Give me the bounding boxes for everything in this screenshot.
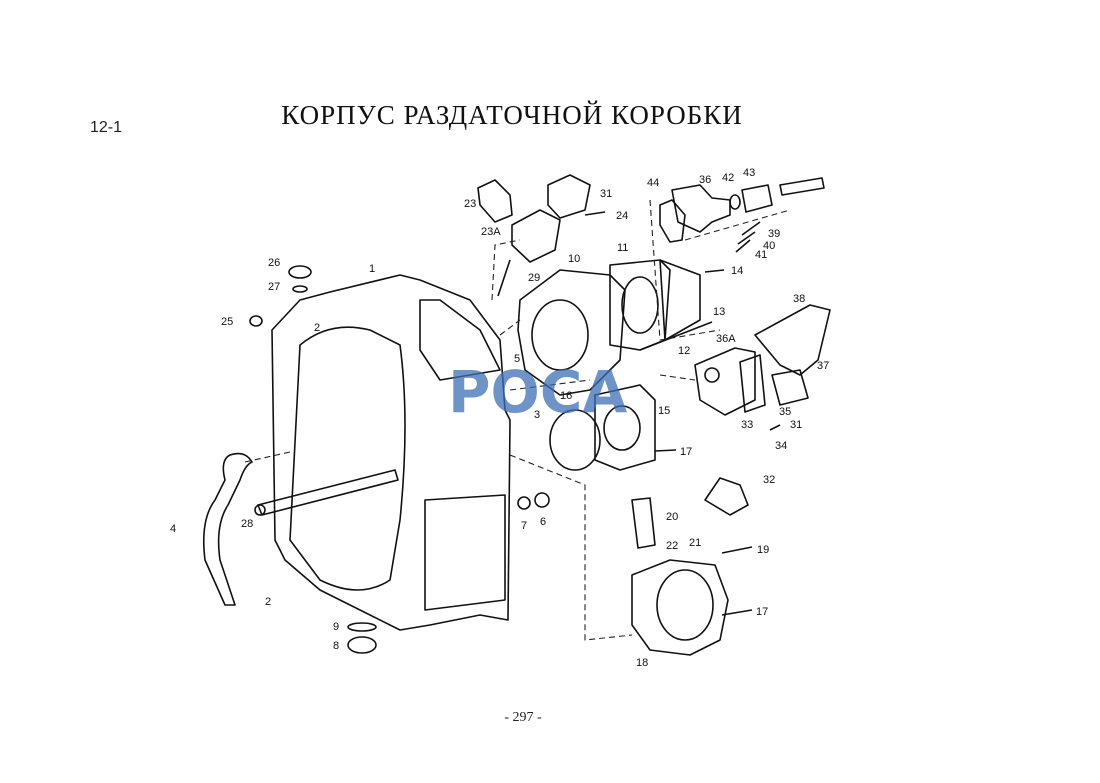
spring-parts-39-41 [735, 221, 761, 253]
plug-part-6 [534, 492, 550, 508]
callout: 10 [568, 253, 580, 265]
callout: 40 [763, 240, 775, 252]
section-number: 12-1 [90, 119, 123, 136]
block-part-23a [511, 209, 561, 263]
callout: 19 [757, 544, 769, 556]
callout: 21 [689, 537, 701, 549]
callout: 16 [560, 390, 572, 402]
callout: 29 [528, 272, 540, 284]
cover-part-15 [594, 384, 656, 471]
callout: 37 [817, 360, 829, 372]
bolt-part-12 [639, 321, 713, 351]
callout: 18 [636, 657, 648, 669]
bolt-part-34 [769, 424, 781, 431]
callout: 42 [722, 172, 734, 184]
page-number: - 297 - [504, 710, 542, 725]
callout: 22 [666, 540, 678, 552]
callout: 24 [616, 210, 628, 222]
shaft [779, 177, 825, 196]
callout: 39 [768, 228, 780, 240]
callout: 12 [678, 345, 690, 357]
callout: 5 [514, 353, 520, 365]
block-part-31-top [547, 174, 591, 219]
callout: 41 [755, 249, 767, 261]
pad-part-33 [739, 354, 766, 413]
callout: 6 [540, 516, 546, 528]
callout: 17 [756, 606, 768, 618]
callout: 36A [716, 333, 736, 345]
callout: 35 [779, 406, 791, 418]
callout: 8 [333, 640, 339, 652]
pipe-part-4 [202, 452, 253, 606]
callout: 33 [741, 419, 753, 431]
callout: 31 [600, 188, 612, 200]
gasket-part-44 [659, 199, 686, 243]
flange-part-23 [477, 179, 513, 223]
ring-part-9 [347, 622, 377, 632]
ring-part-42 [729, 194, 741, 210]
seal-part-16 [549, 409, 601, 471]
callout: 28 [241, 518, 253, 530]
callout: 3 [534, 409, 540, 421]
housing-part-1 [254, 274, 511, 631]
callout: 25 [221, 316, 233, 328]
callout: 32 [763, 474, 775, 486]
callout: 2 [265, 596, 271, 608]
ring-part-27 [292, 285, 308, 293]
callout: 23A [481, 226, 501, 238]
callout: 4 [170, 523, 176, 535]
cover-part-13 [659, 259, 701, 341]
callout: 20 [666, 511, 678, 523]
block-part-31 [771, 369, 809, 406]
bolt-part-14 [704, 269, 725, 273]
cap-part-32 [704, 477, 749, 516]
callout: 38 [793, 293, 805, 305]
plug-part-25 [249, 315, 263, 327]
spring-part-43 [741, 184, 773, 213]
plug-part-26 [288, 265, 312, 279]
bracket-part-38 [754, 304, 831, 376]
plug-part-8 [347, 636, 377, 654]
watermark-logo: РОСА [448, 358, 627, 426]
callout: 2 [314, 322, 320, 334]
sleeve-part-20 [631, 497, 656, 549]
callout: 7 [521, 520, 527, 532]
housing-part-18 [631, 559, 729, 656]
callout: 27 [268, 281, 280, 293]
callout: 9 [333, 621, 339, 633]
ring-part-7 [517, 496, 531, 510]
bolt-part-29 [497, 259, 511, 297]
callout: 43 [743, 167, 755, 179]
callout: 1 [369, 263, 375, 275]
bolts-17-19 [654, 449, 753, 616]
housing-part-10 [517, 269, 626, 396]
flange-part-36 [671, 184, 731, 233]
callout: 11 [617, 242, 628, 254]
callout: 13 [713, 306, 725, 318]
callout: 31 [790, 419, 802, 431]
callout: 23 [464, 198, 476, 210]
page-title: КОРПУС РАЗДАТОЧНОЙ КОРОБКИ [281, 100, 743, 130]
mount-part-36a [694, 347, 756, 416]
bolt-part-24 [584, 211, 606, 216]
callout: 36 [699, 174, 711, 186]
callout: 14 [731, 265, 743, 277]
callout: 26 [268, 257, 280, 269]
callout: 17 [680, 446, 692, 458]
callout: 15 [658, 405, 670, 417]
callout: 44 [647, 177, 659, 189]
callout-labels: 1 26 27 25 2 2 4 28 9 8 7 6 5 3 16 15 17… [170, 167, 829, 669]
callout: 34 [775, 440, 787, 452]
